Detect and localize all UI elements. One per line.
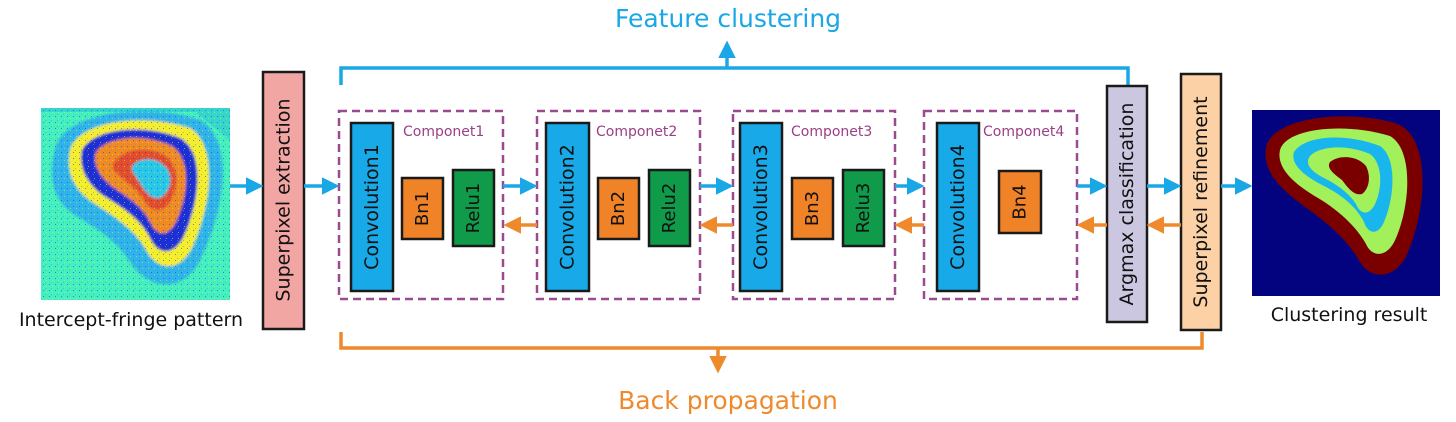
component-2-label: Componet2 [596, 124, 677, 140]
input-fringe-image [41, 108, 230, 300]
convolution-3-label: Convolution3 [750, 144, 772, 270]
bn-2-block [596, 176, 641, 241]
argmax-classification-label: Argmax classification [1116, 103, 1138, 306]
component-4: Componet4 Convolution4 Bn4 [922, 109, 1079, 301]
back-propagation-title: Back propagation [618, 386, 838, 415]
relu-3-label: Relu3 [853, 183, 874, 234]
component-1-label: Componet1 [403, 124, 484, 140]
component-4-label: Componet4 [983, 124, 1064, 140]
bn-4-block [997, 169, 1043, 235]
component-2: Componet2 Convolution2 Bn2 Relu2 [535, 109, 702, 301]
argmax-classification-block: Argmax classification [1105, 84, 1149, 324]
bn-3-block [790, 176, 835, 241]
convolution-2-label: Convolution2 [557, 144, 579, 270]
relu-2-block [647, 168, 692, 248]
back-propagation-bracket [339, 332, 1204, 374]
superpixel-refinement-block: Superpixel refinement [1179, 72, 1223, 332]
convolution-1-block [349, 121, 395, 293]
convolution-4-label: Convolution4 [947, 144, 969, 270]
convolution-2-block [544, 121, 591, 293]
output-label: Clustering result [1271, 304, 1428, 326]
component-3: Componet3 Convolution3 Bn3 Relu3 [731, 109, 897, 301]
superpixel-refinement-label: Superpixel refinement [1190, 96, 1212, 307]
component-1: Componet1 Convolution1 Bn1 Relu1 [337, 109, 505, 301]
bn-3-label: Bn3 [802, 191, 823, 226]
feature-clustering-title: Feature clustering [615, 4, 841, 33]
bn-4-label: Bn4 [1010, 184, 1031, 219]
bn-2-label: Bn2 [608, 191, 629, 226]
output-clustering-image [1252, 110, 1440, 296]
relu-3-block [841, 168, 886, 248]
feature-clustering-bracket [339, 40, 1130, 85]
superpixel-extraction-label: Superpixel extraction [273, 98, 295, 301]
component-3-label: Componet3 [791, 124, 872, 140]
relu-1-block [451, 168, 496, 248]
bn-1-label: Bn1 [412, 191, 433, 226]
convolution-3-block [738, 121, 784, 293]
relu-2-label: Relu2 [659, 183, 680, 234]
relu-1-label: Relu1 [463, 183, 484, 234]
input-label: Intercept-fringe pattern [19, 309, 243, 331]
convolution-4-block [935, 121, 981, 293]
convolution-1-label: Convolution1 [361, 144, 383, 270]
superpixel-extraction-block: Superpixel extraction [261, 70, 306, 331]
bn-1-block [400, 176, 445, 241]
